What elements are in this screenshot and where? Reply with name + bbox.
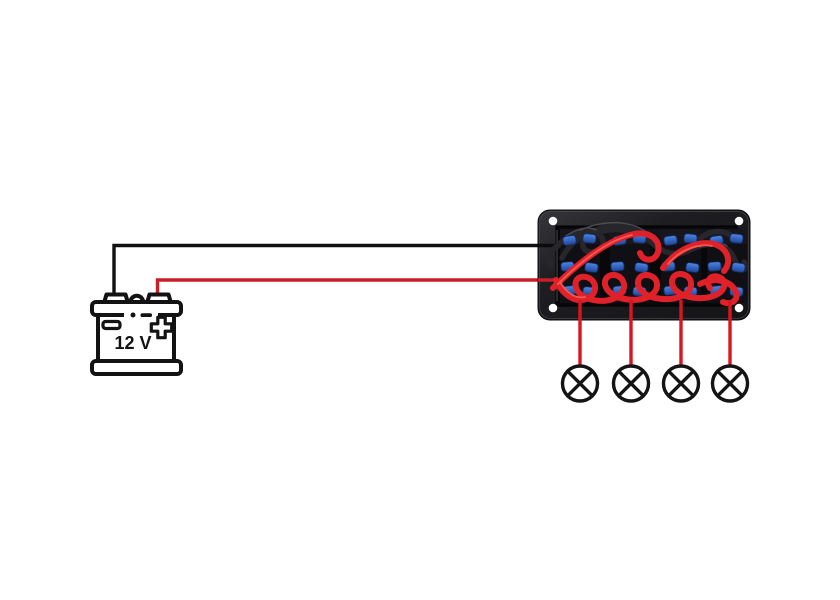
switch-panel-photo xyxy=(537,209,751,321)
battery-negative-wire xyxy=(112,243,557,296)
battery-positive-wire xyxy=(155,278,557,296)
mounting-hole xyxy=(548,216,558,226)
panel-frame-highlight xyxy=(539,211,749,319)
lamp-leads xyxy=(578,300,732,366)
lamp-icon xyxy=(661,364,701,403)
battery-base xyxy=(90,359,183,376)
mounting-hole xyxy=(734,216,744,226)
lamp-icon xyxy=(560,364,600,403)
battery-dash-mark xyxy=(140,313,152,317)
mounting-holes xyxy=(548,216,744,313)
plus-icon xyxy=(149,315,174,340)
lamp-symbols xyxy=(560,364,750,403)
lamp-icon xyxy=(710,364,750,403)
battery-voltage-label: 12 V xyxy=(114,333,151,353)
lamp-icon xyxy=(611,364,651,403)
mounting-hole xyxy=(548,303,558,313)
battery-dot-mark xyxy=(130,312,136,318)
mounting-hole xyxy=(734,303,744,313)
battery-icon: 12 V xyxy=(90,292,183,376)
minus-icon xyxy=(101,319,122,331)
red-wire-highlights xyxy=(557,234,713,299)
schematic-wires xyxy=(112,243,557,296)
